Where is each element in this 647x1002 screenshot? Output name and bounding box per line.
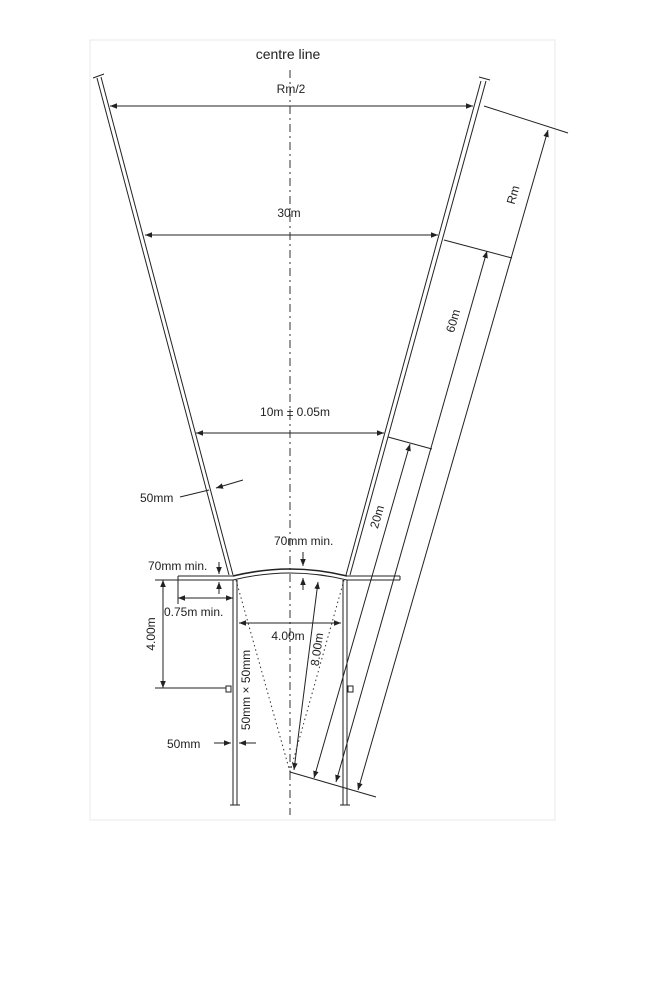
radius-base-line bbox=[289, 771, 377, 798]
post-gap-label: 50mm bbox=[167, 737, 200, 751]
line-width-left-label: 50mm bbox=[140, 491, 173, 505]
throwing-arc bbox=[232, 568, 348, 581]
inner-4-label: 4.00m bbox=[271, 629, 304, 643]
line-width-arrow bbox=[215, 479, 244, 489]
right-post bbox=[340, 580, 350, 806]
radius-rm-dimension bbox=[357, 129, 549, 791]
left-sector-line bbox=[92, 73, 234, 576]
radius-rm-label: Rm bbox=[504, 184, 523, 206]
line-width-leader bbox=[179, 489, 210, 498]
right-post-marker bbox=[347, 685, 354, 693]
right-board bbox=[347, 575, 401, 581]
radius-8-label: 8.00m bbox=[308, 632, 327, 667]
left-post-marker bbox=[225, 685, 232, 693]
radius-60-label: 60m bbox=[443, 308, 463, 334]
height-4-label: 4.00m bbox=[144, 617, 158, 650]
page-frame bbox=[89, 39, 556, 821]
radius-20-label: 20m bbox=[367, 504, 387, 530]
width-30-label: 30m bbox=[277, 206, 300, 220]
radius-20-dimension bbox=[313, 443, 411, 779]
radius-8-dimension bbox=[292, 581, 320, 771]
min-075-label: 0.75m min. bbox=[164, 605, 223, 619]
post-size-label: 50mm × 50mm bbox=[239, 650, 253, 730]
left-board bbox=[177, 575, 233, 581]
left-post bbox=[230, 580, 240, 806]
extension-60 bbox=[443, 239, 513, 259]
radius-60-dimension bbox=[335, 250, 488, 783]
left-dotted-ray bbox=[235, 579, 291, 773]
centre-line-label: centre line bbox=[256, 46, 321, 62]
right-dotted-ray bbox=[289, 579, 345, 773]
min-70-right-label: 70mm min. bbox=[274, 534, 333, 548]
right-sector-line bbox=[345, 76, 491, 576]
min-70-left-label: 70mm min. bbox=[148, 559, 207, 573]
width-10-label: 10m ± 0.05m bbox=[260, 405, 330, 419]
extension-20 bbox=[387, 436, 433, 450]
extension-rm bbox=[483, 105, 569, 134]
width-outer-label: Rm/2 bbox=[277, 82, 306, 96]
